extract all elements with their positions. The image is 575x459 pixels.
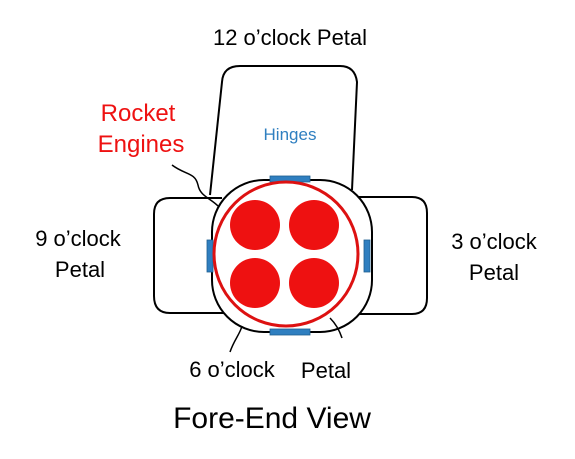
label-9-oclock-line1: 9 o’clock [35, 226, 122, 251]
rocket-engine [230, 200, 280, 250]
petal-12-oclock [209, 65, 359, 196]
label-6-oclock-petal: Petal [301, 358, 351, 383]
label-3-oclock-line1: 3 o’clock [451, 229, 538, 254]
hinge-bottom [269, 328, 311, 336]
label-rocket-line1: Rocket [101, 100, 176, 127]
petal-9-oclock [153, 197, 230, 314]
label-hinges: Hinges [264, 125, 317, 144]
label-engines-line2: Engines [98, 131, 185, 158]
engine-ring [212, 180, 360, 328]
engines-leader-line [171, 164, 219, 207]
label-12-oclock-petal: 12 o’clock Petal [213, 25, 367, 50]
rocket-engine [289, 258, 339, 308]
hinge-left [206, 239, 214, 273]
hinge-right [363, 239, 371, 273]
petal-6-right-leader-line [329, 317, 343, 339]
label-3-oclock-line2: Petal [469, 260, 519, 285]
petal-6-left-leader-line [229, 325, 243, 353]
rocket-engine [230, 258, 280, 308]
label-9-oclock-line2: Petal [55, 257, 105, 282]
view-title: Fore-End View [173, 402, 371, 435]
rocket-engine [289, 200, 339, 250]
label-6-oclock: 6 o’clock [189, 357, 276, 382]
